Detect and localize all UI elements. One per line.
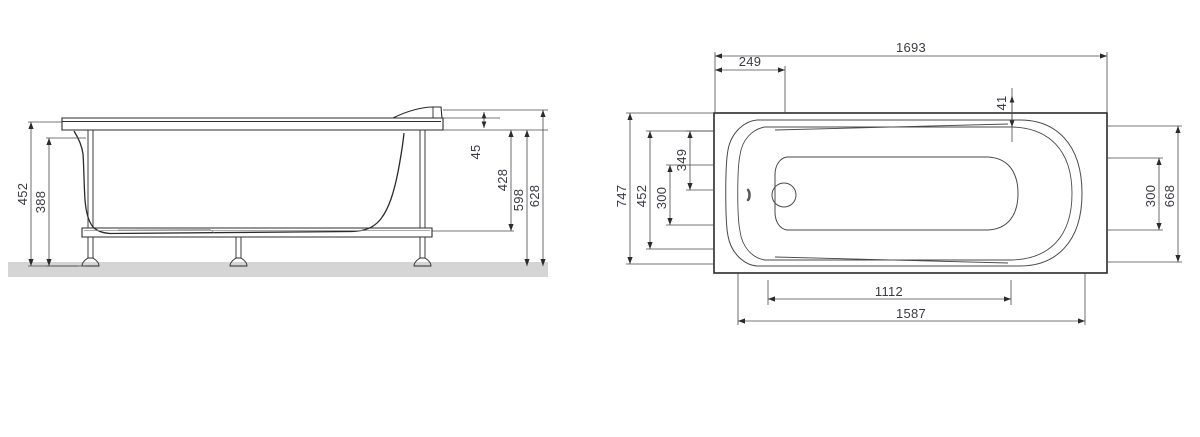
- plan-view: 1693 249 41: [614, 40, 1182, 325]
- inner-basin: [774, 156, 1019, 231]
- tub-base-detail: [117, 229, 215, 233]
- leg-right: [413, 237, 432, 267]
- plan-right-dimensions: [1107, 125, 1182, 263]
- dim-label-452-plan: 452: [634, 185, 649, 208]
- dim-label-45: 45: [468, 144, 483, 159]
- dim-label-300-left: 300: [654, 187, 669, 210]
- dim-label-1587: 1587: [896, 306, 926, 321]
- overflow-marker: [746, 188, 751, 202]
- dim-label-598: 598: [511, 189, 526, 212]
- support-frame: [81, 227, 433, 238]
- plan-left-dimensions: [626, 112, 714, 265]
- dim-label-452-elevation: 452: [15, 183, 30, 206]
- dim-label-300-right: 300: [1143, 185, 1158, 208]
- dim-label-1693: 1693: [896, 40, 926, 55]
- rim-sweep-top: [774, 123, 1009, 131]
- dim-label-428: 428: [495, 169, 510, 192]
- plan-bottom-dimensions: [737, 273, 1086, 325]
- elevation-right-dimensions: [432, 109, 548, 266]
- headrest-bump: [392, 106, 443, 119]
- dim-label-628: 628: [527, 185, 542, 208]
- rim-sweep-bottom: [774, 256, 1009, 264]
- floor-line: [8, 262, 548, 277]
- dim-label-388-elevation: 388: [33, 191, 48, 214]
- elevation-left-dimensions: [28, 121, 86, 267]
- dim-label-668: 668: [1162, 185, 1177, 208]
- rim-contour-inner: [737, 126, 1073, 261]
- tub-body-profile: [73, 130, 405, 235]
- frame-posts: [87, 130, 426, 228]
- dim-label-1112: 1112: [875, 284, 903, 299]
- drain-hole: [771, 182, 797, 208]
- side-elevation-view: 452 388 45 428 59: [8, 106, 548, 277]
- rim-contour-outer: [725, 119, 1083, 267]
- dim-label-349: 349: [674, 149, 689, 172]
- leg-left: [81, 237, 100, 267]
- outer-rectangle: [713, 112, 1108, 274]
- dim-label-747: 747: [614, 185, 629, 208]
- leg-center: [229, 237, 248, 267]
- dim-label-249: 249: [739, 54, 762, 69]
- plan-top-dimensions: [714, 52, 1108, 142]
- dim-label-41: 41: [994, 95, 1009, 110]
